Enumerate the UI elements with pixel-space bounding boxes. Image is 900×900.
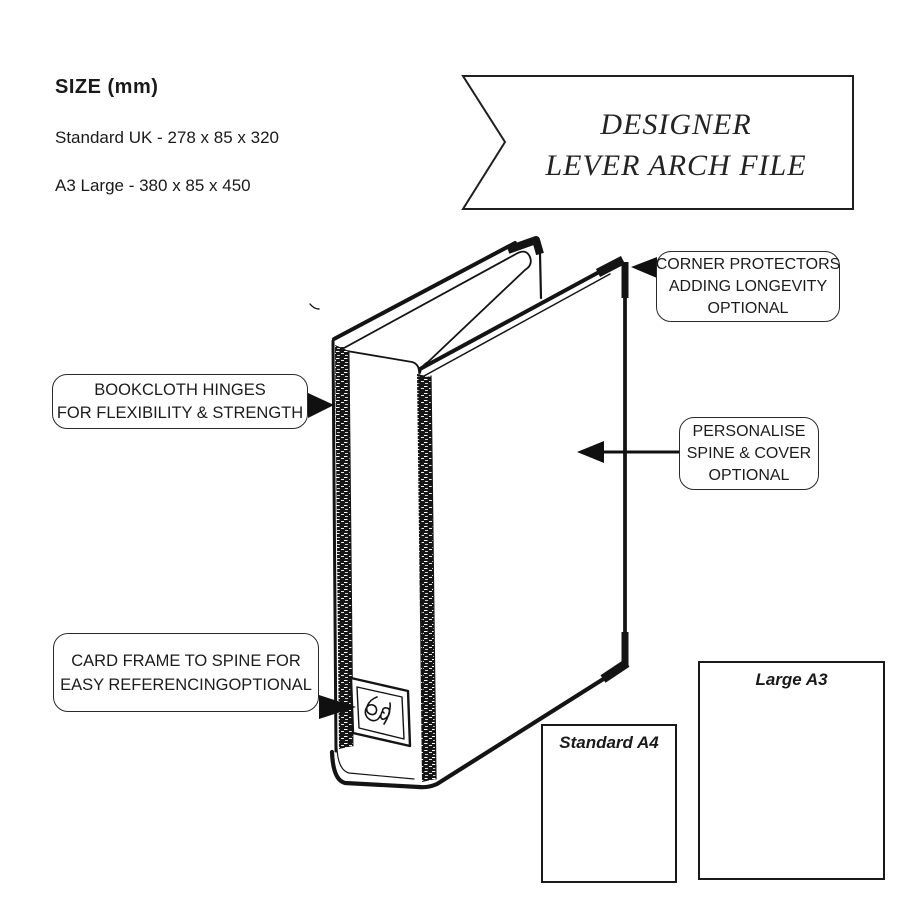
corner-protector-front-bottom	[600, 632, 630, 683]
standard-a4-label: Standard A4	[559, 733, 659, 752]
callout-line: CARD FRAME TO SPINE FOR	[71, 651, 301, 670]
banner-title-line2: LEVER ARCH FILE	[545, 149, 807, 182]
banner-ribbon	[461, 75, 854, 210]
size-box-large-a3: Large A3	[698, 661, 885, 880]
callout-line: EASY REFERENCINGOPTIONAL	[60, 675, 312, 694]
size-heading: SIZE (mm)	[55, 76, 159, 98]
size-a3-large: A3 Large - 380 x 85 x 450	[55, 176, 251, 195]
callout-line: OPTIONAL	[708, 466, 790, 484]
callout-line: CORNER PROTECTORS	[655, 255, 841, 273]
callout-card-frame: CARD FRAME TO SPINE FOR EASY REFERENCING…	[53, 633, 319, 712]
banner-title-line1: DESIGNER	[600, 108, 752, 141]
card-frame-arrow	[319, 695, 356, 719]
spine-card-frame	[349, 676, 412, 748]
banner-title: DESIGNER LEVER ARCH FILE	[502, 93, 850, 197]
callout-personalise: PERSONALISE SPINE & COVER OPTIONAL	[679, 417, 819, 490]
callout-line: ADDING LONGEVITY	[668, 277, 828, 295]
corner-protectors-arrow	[631, 257, 657, 278]
annotation-arrows	[308, 257, 679, 719]
corner-protector-front-top	[595, 256, 629, 298]
corner-protector-back-top	[506, 236, 544, 256]
callout-line: FOR FLEXIBILITY & STRENGTH	[56, 403, 304, 422]
callout-line: SPINE & COVER	[686, 444, 812, 462]
callout-bookcloth-hinges: BOOKCLOTH HINGES FOR FLEXIBILITY & STREN…	[52, 374, 308, 429]
callout-line: BOOKCLOTH HINGES	[94, 380, 266, 399]
callout-line: OPTIONAL	[707, 299, 789, 317]
callout-corner-protectors: CORNER PROTECTORS ADDING LONGEVITY OPTIO…	[656, 251, 840, 322]
size-standard-uk: Standard UK - 278 x 85 x 320	[55, 128, 279, 147]
size-box-standard-a4: Standard A4	[541, 724, 677, 883]
bookcloth-hinge-right	[417, 372, 437, 782]
bookcloth-arrow	[308, 393, 334, 418]
signature-squiggle	[364, 696, 391, 725]
binder-line-art	[309, 236, 630, 790]
personalise-arrow	[577, 441, 679, 463]
callout-line: PERSONALISE	[692, 422, 806, 440]
stray-dash	[309, 303, 320, 310]
large-a3-label: Large A3	[755, 670, 828, 689]
